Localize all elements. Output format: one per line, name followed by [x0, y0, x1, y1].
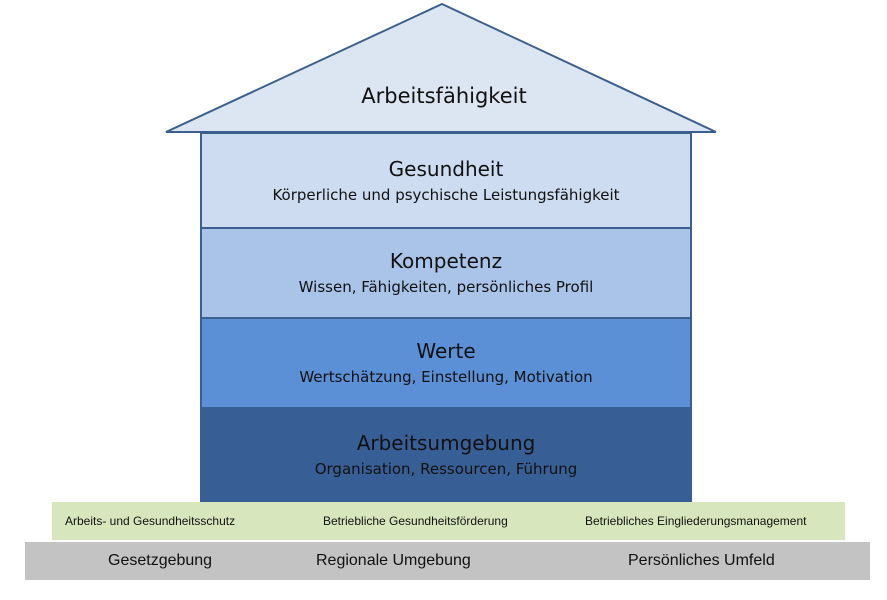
foundation-label-gesetzgebung: Gesetzgebung — [108, 552, 213, 569]
floor-subtitle: Organisation, Ressourcen, Führung — [314, 459, 578, 478]
floor-title: Werte — [416, 339, 476, 363]
floor-title: Gesundheit — [388, 156, 504, 181]
floor-title: Arbeitsumgebung — [356, 430, 536, 455]
foundation-label-gesundheitsfoerderung: Betriebliche Gesundheitsförderung — [323, 514, 508, 528]
floor-arbeitsumgebung: Arbeitsumgebung Organisation, Ressourcen… — [200, 407, 692, 502]
foundation-grey — [25, 542, 870, 580]
floor-kompetenz: Kompetenz Wissen, Fähigkeiten, persönlic… — [200, 227, 692, 317]
roof-shape — [165, 2, 717, 133]
floor-gesundheit: Gesundheit Körperliche und psychische Le… — [200, 132, 692, 227]
foundation-green — [52, 502, 845, 540]
floor-werte: Werte Wertschätzung, Einstellung, Motiva… — [200, 317, 692, 407]
foundation-label-eingliederungsmanagement: Betriebliches Eingliederungsmanagement — [585, 514, 807, 528]
floor-title: Kompetenz — [389, 249, 503, 273]
foundation-label-regionale-umgebung: Regionale Umgebung — [316, 552, 471, 569]
foundation-label-persoenliches-umfeld: Persönliches Umfeld — [628, 552, 775, 569]
floor-subtitle: Wertschätzung, Einstellung, Motivation — [299, 368, 593, 386]
floor-subtitle: Wissen, Fähigkeiten, persönliches Profil — [298, 278, 594, 296]
foundation-label-arbeitsschutz: Arbeits- und Gesundheitsschutz — [65, 514, 236, 528]
floor-subtitle: Körperliche und psychische Leistungsfähi… — [272, 185, 620, 204]
roof-title: Arbeitsfähigkeit — [361, 84, 527, 108]
